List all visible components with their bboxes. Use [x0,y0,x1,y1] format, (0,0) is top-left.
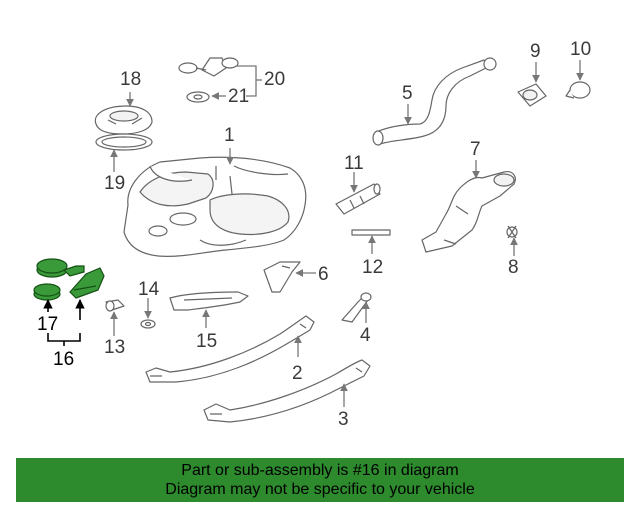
clip-part [506,225,518,239]
callout-17: 17 [37,314,59,335]
canister-part [421,171,516,253]
callout-2: 2 [292,363,303,384]
callout-18: 18 [120,69,142,90]
fuel-cap-part [565,81,591,99]
small-pipe-part [341,292,372,323]
callout-3: 3 [338,409,349,430]
footer-line-1: Part or sub-assembly is #16 in diagram [181,462,459,479]
filler-pipe-part [372,57,497,146]
strap-part [203,359,371,423]
callout-14: 14 [138,279,160,300]
strip-part [351,229,391,236]
footer-line-2: Diagram may not be specific to your vehi… [165,481,475,498]
callout-20: 20 [264,69,286,90]
fuel-tank-part [123,156,307,257]
washer-part [186,91,210,103]
bracket-part [263,261,301,293]
callout-1: 1 [224,125,235,146]
callout-6: 6 [318,264,329,285]
callout-21: 21 [228,86,250,107]
callout-15: 15 [196,331,218,352]
callout-4: 4 [360,325,371,346]
callout-12: 12 [362,257,384,278]
hose-part [335,183,381,215]
bolt-part [105,299,125,312]
strap-part [145,315,315,383]
gasket-ring-part [95,133,153,151]
callout-9: 9 [530,41,541,62]
callout-7: 7 [470,139,481,160]
protector-part [169,291,249,311]
callout-5: 5 [402,83,413,104]
callout-13: 13 [104,337,126,358]
footer-banner: Part or sub-assembly is #16 in diagram D… [16,458,624,502]
highlighted-part-16 [33,258,105,301]
cap-housing-part [517,83,547,107]
pump-cover-part [94,105,153,135]
callout-11: 11 [344,153,364,174]
callout-19: 19 [104,173,126,194]
callout-16: 16 [53,349,75,370]
callout-8: 8 [508,257,519,278]
nut-part [140,319,156,329]
callout-10: 10 [570,39,592,60]
float-part [178,57,239,77]
